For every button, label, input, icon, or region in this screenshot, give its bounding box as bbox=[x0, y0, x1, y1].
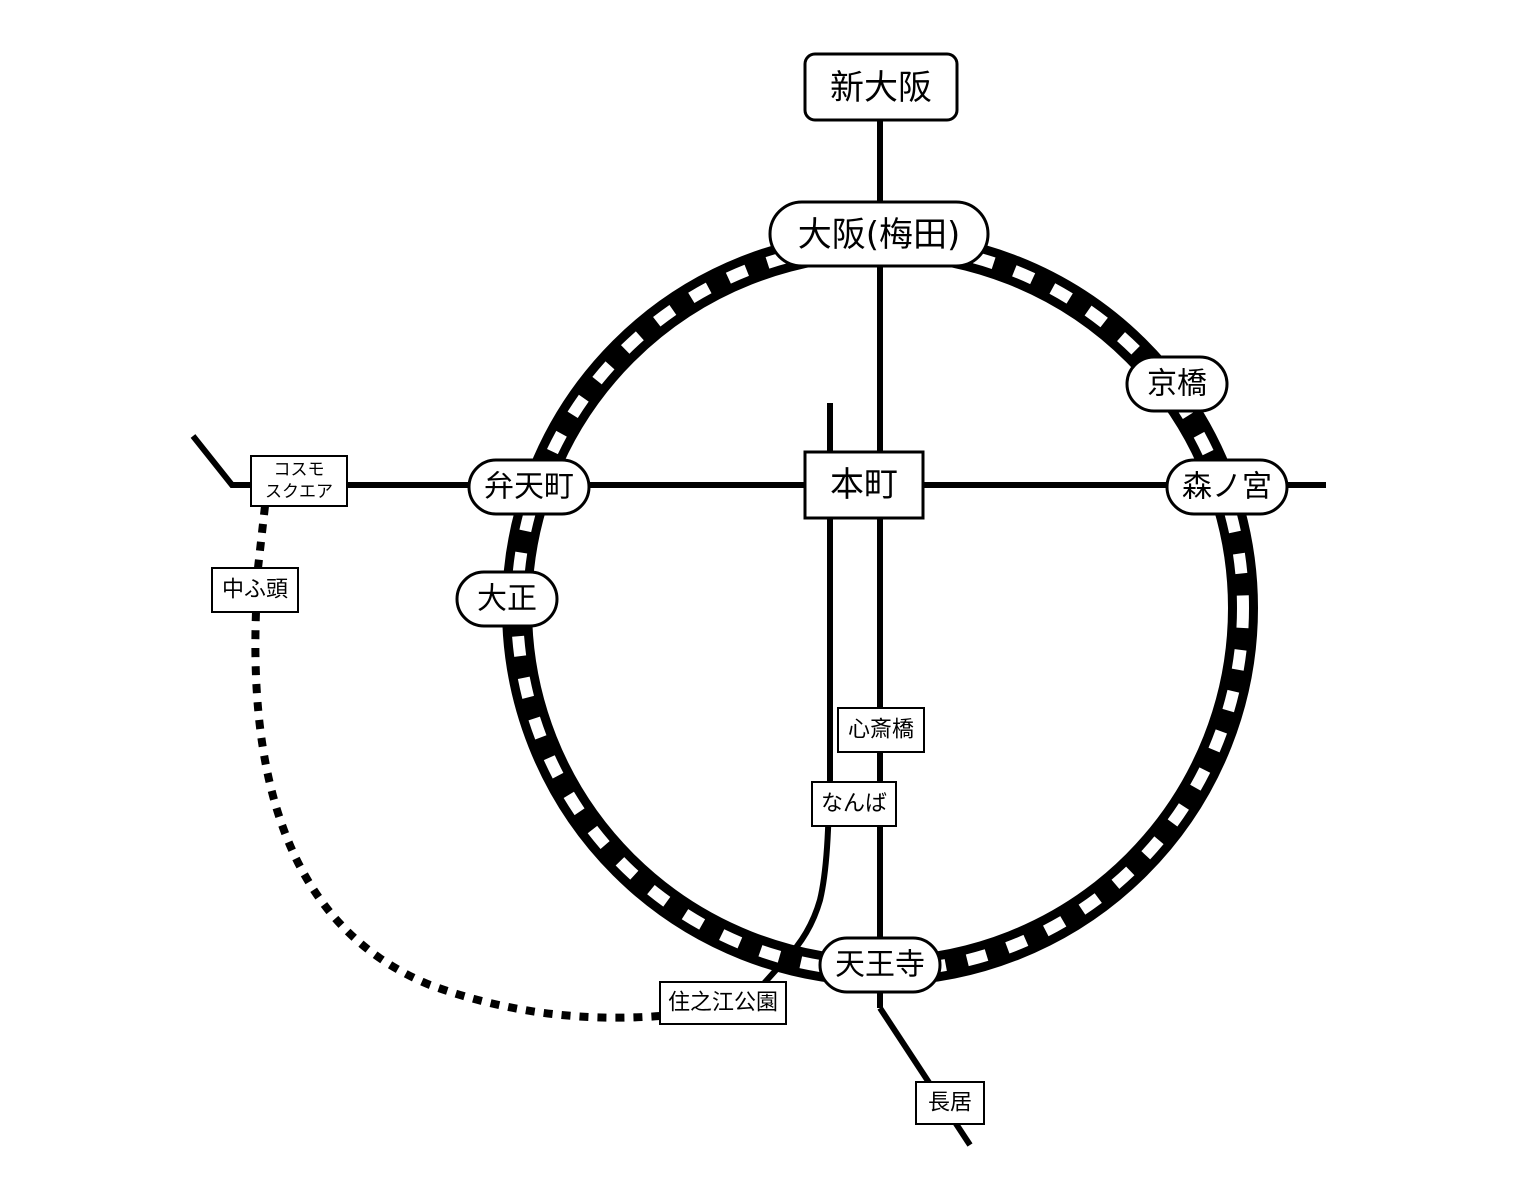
station-taisho[interactable]: 大正 bbox=[455, 570, 559, 628]
station-tennoji-label: 天王寺 bbox=[835, 948, 925, 983]
station-bentencho[interactable]: 弁天町 bbox=[467, 458, 591, 516]
station-osaka-umeda-label: 大阪(梅田) bbox=[798, 215, 961, 255]
station-kyobashi[interactable]: 京橋 bbox=[1125, 355, 1229, 413]
station-taisho-label: 大正 bbox=[477, 582, 537, 617]
station-chufuto[interactable]: 中ふ頭 bbox=[211, 567, 299, 613]
station-nagai[interactable]: 長居 bbox=[915, 1081, 985, 1125]
station-cosmo-square-label-2: スクエア bbox=[265, 482, 333, 502]
station-honmachi[interactable]: 本町 bbox=[803, 450, 925, 520]
station-namba[interactable]: なんば bbox=[811, 781, 897, 827]
station-morinomiya[interactable]: 森ノ宮 bbox=[1165, 458, 1289, 516]
station-namba-label: なんば bbox=[821, 792, 887, 817]
station-nagai-label: 長居 bbox=[928, 1091, 972, 1116]
yotsubashi-line bbox=[737, 403, 833, 1013]
station-chufuto-label: 中ふ頭 bbox=[222, 578, 288, 603]
station-shin-osaka[interactable]: 新大阪 bbox=[803, 52, 959, 122]
chuo-line bbox=[190, 434, 1326, 488]
station-suminoe-koen[interactable]: 住之江公園 bbox=[659, 981, 787, 1025]
station-cosmo-square[interactable]: コスモ スクエア bbox=[250, 455, 348, 507]
station-shinsaibashi-label: 心斎橋 bbox=[848, 718, 914, 743]
station-honmachi-label: 本町 bbox=[830, 465, 898, 505]
station-cosmo-square-label-1: コスモ bbox=[274, 460, 325, 480]
station-shinsaibashi[interactable]: 心斎橋 bbox=[837, 707, 925, 753]
station-shin-osaka-label: 新大阪 bbox=[830, 68, 932, 108]
station-morinomiya-label: 森ノ宮 bbox=[1182, 470, 1272, 505]
station-tennoji[interactable]: 天王寺 bbox=[818, 936, 942, 994]
station-kyobashi-label: 京橋 bbox=[1147, 367, 1207, 402]
new-tram-line bbox=[251, 505, 661, 1022]
station-bentencho-label: 弁天町 bbox=[484, 470, 574, 505]
station-osaka-umeda[interactable]: 大阪(梅田) bbox=[768, 200, 990, 268]
station-suminoe-koen-label: 住之江公園 bbox=[668, 991, 778, 1016]
